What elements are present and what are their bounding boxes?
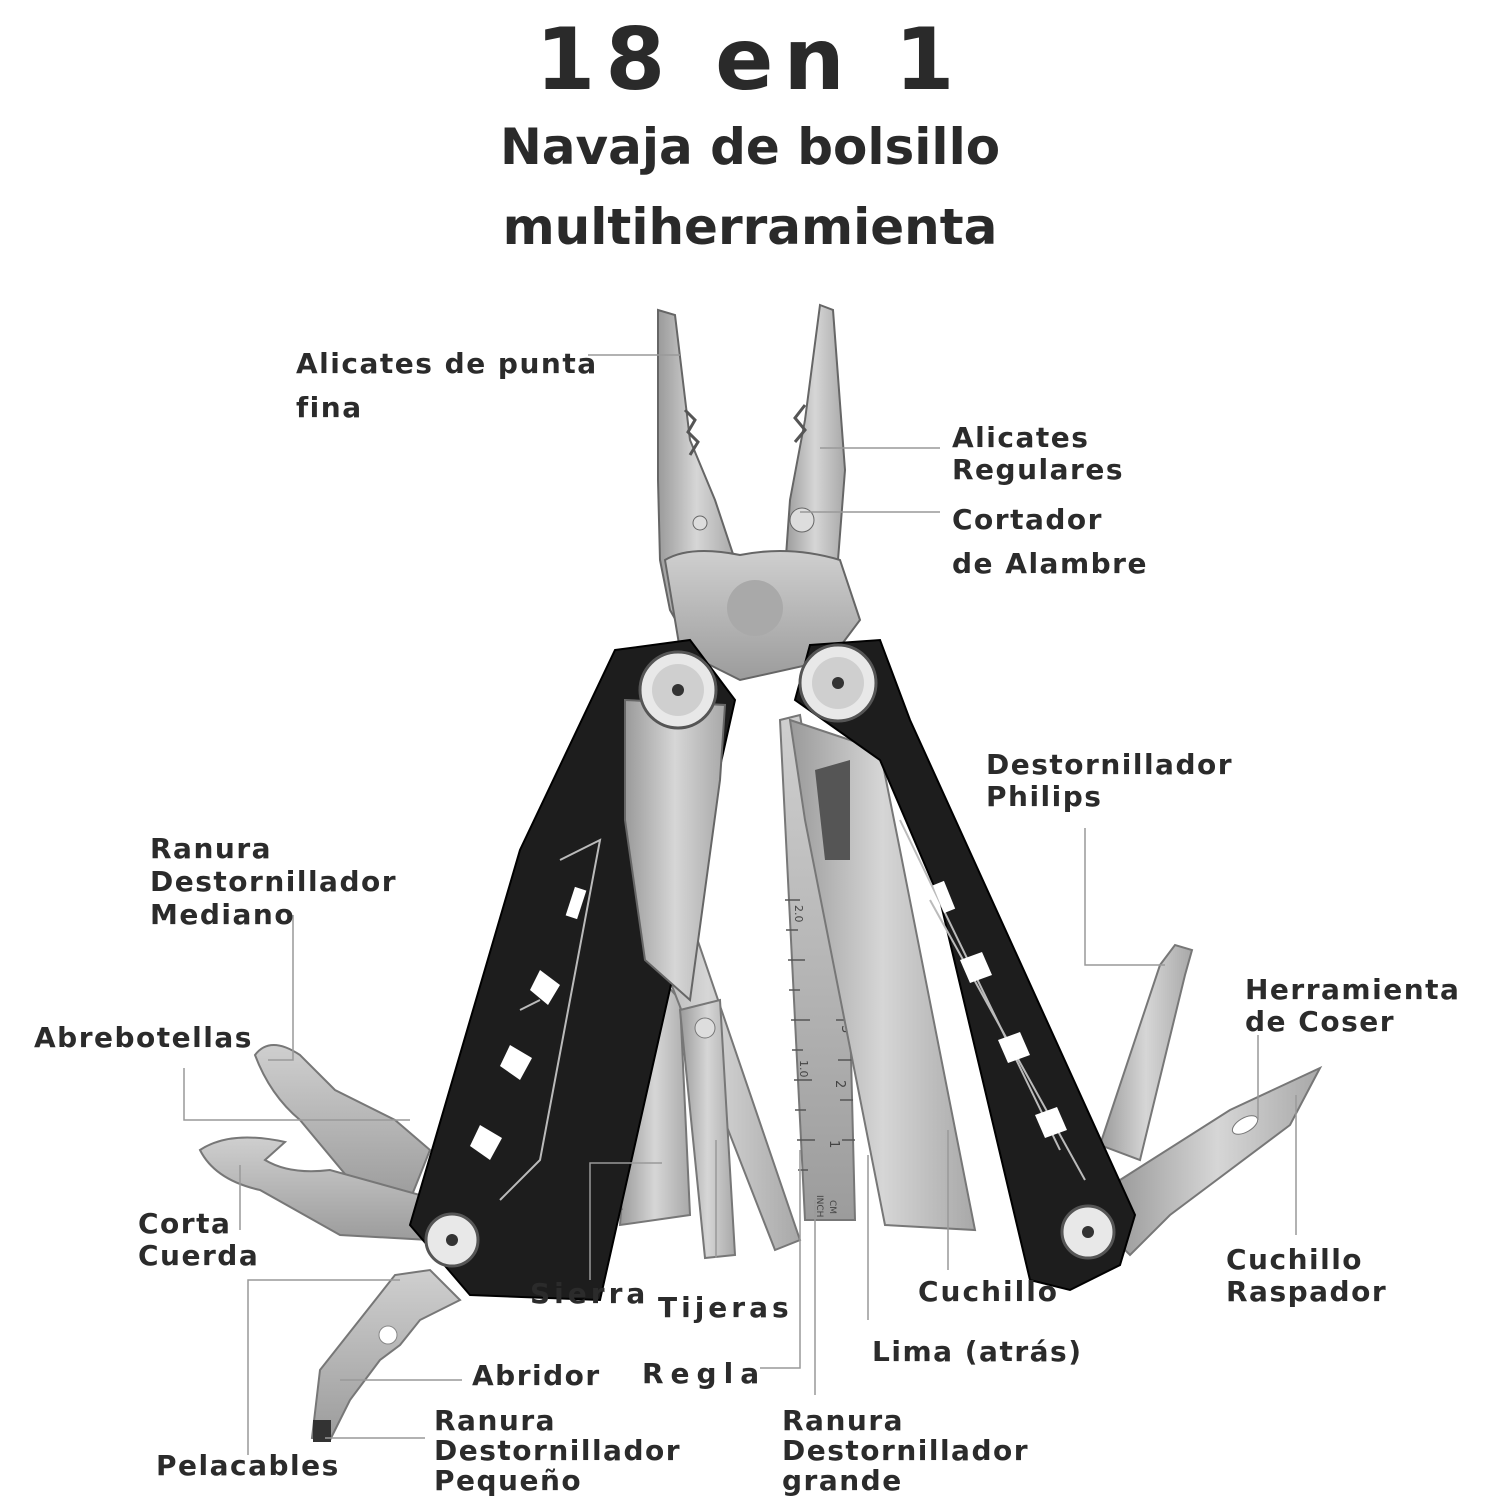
pliers-head — [657, 303, 862, 682]
label-regular-pliers: Alicates Regulares — [952, 421, 1124, 486]
label-wire-stripper: Pelacables — [156, 1449, 340, 1482]
label-wire-cutter: Cortador de Alambre — [952, 503, 1148, 580]
headline-line-1: Navaja de bolsillo — [499, 118, 1001, 176]
phillips-screwdriver-tool — [1098, 943, 1194, 1162]
label-large-slot-screwdriver: Ranura Destornillador grande — [782, 1404, 1030, 1497]
rope-cutter-tool — [198, 1136, 432, 1242]
label-ruler: Regla — [642, 1357, 767, 1390]
bottle-opener-tool — [253, 1044, 432, 1202]
headline-count: 18 en 1 — [535, 10, 965, 110]
label-sewing-tool: Herramienta de Coser — [1245, 973, 1461, 1038]
label-scraper-knife: Cuchillo Raspador — [1226, 1243, 1388, 1308]
ruler-mark: 2.0 — [792, 905, 805, 923]
label-scissors: Tijeras — [658, 1291, 793, 1324]
ruler-mark: 2 — [832, 1080, 847, 1088]
label-small-slot-screwdriver: Ranura Destornillador Pequeño — [434, 1404, 682, 1497]
label-bottle-opener: Abrebotellas — [34, 1021, 253, 1054]
label-medium-slot-screwdriver: Ranura Destornillador Mediano — [150, 832, 398, 931]
ruler-mark: 1 — [826, 1140, 841, 1148]
label-rope-cutter: Corta Cuerda — [138, 1207, 260, 1272]
right-handle — [793, 638, 1137, 1292]
knife-blade — [788, 718, 977, 1232]
label-file: Lima (atrás) — [872, 1335, 1083, 1368]
ruler-mark: INCH — [814, 1195, 824, 1217]
ruler-file-tool: 2.0 3 1.0 2 1 INCH CM — [778, 713, 857, 1221]
ruler-mark: CM — [827, 1200, 837, 1214]
label-opener: Abridor — [472, 1359, 601, 1392]
left-handle — [408, 638, 737, 1302]
leader-lines — [183, 354, 1297, 1455]
label-saw: Sierra — [530, 1277, 650, 1310]
wire-stripper-tool — [310, 1268, 462, 1442]
headline-line-2: multiherramienta — [502, 198, 998, 256]
ruler-mark: 1.0 — [797, 1060, 810, 1078]
label-knife: Cuchillo — [918, 1275, 1060, 1308]
label-needle-nose-pliers: Alicates de punta fina — [296, 347, 598, 424]
label-phillips-screwdriver: Destornillador Philips — [986, 748, 1234, 813]
